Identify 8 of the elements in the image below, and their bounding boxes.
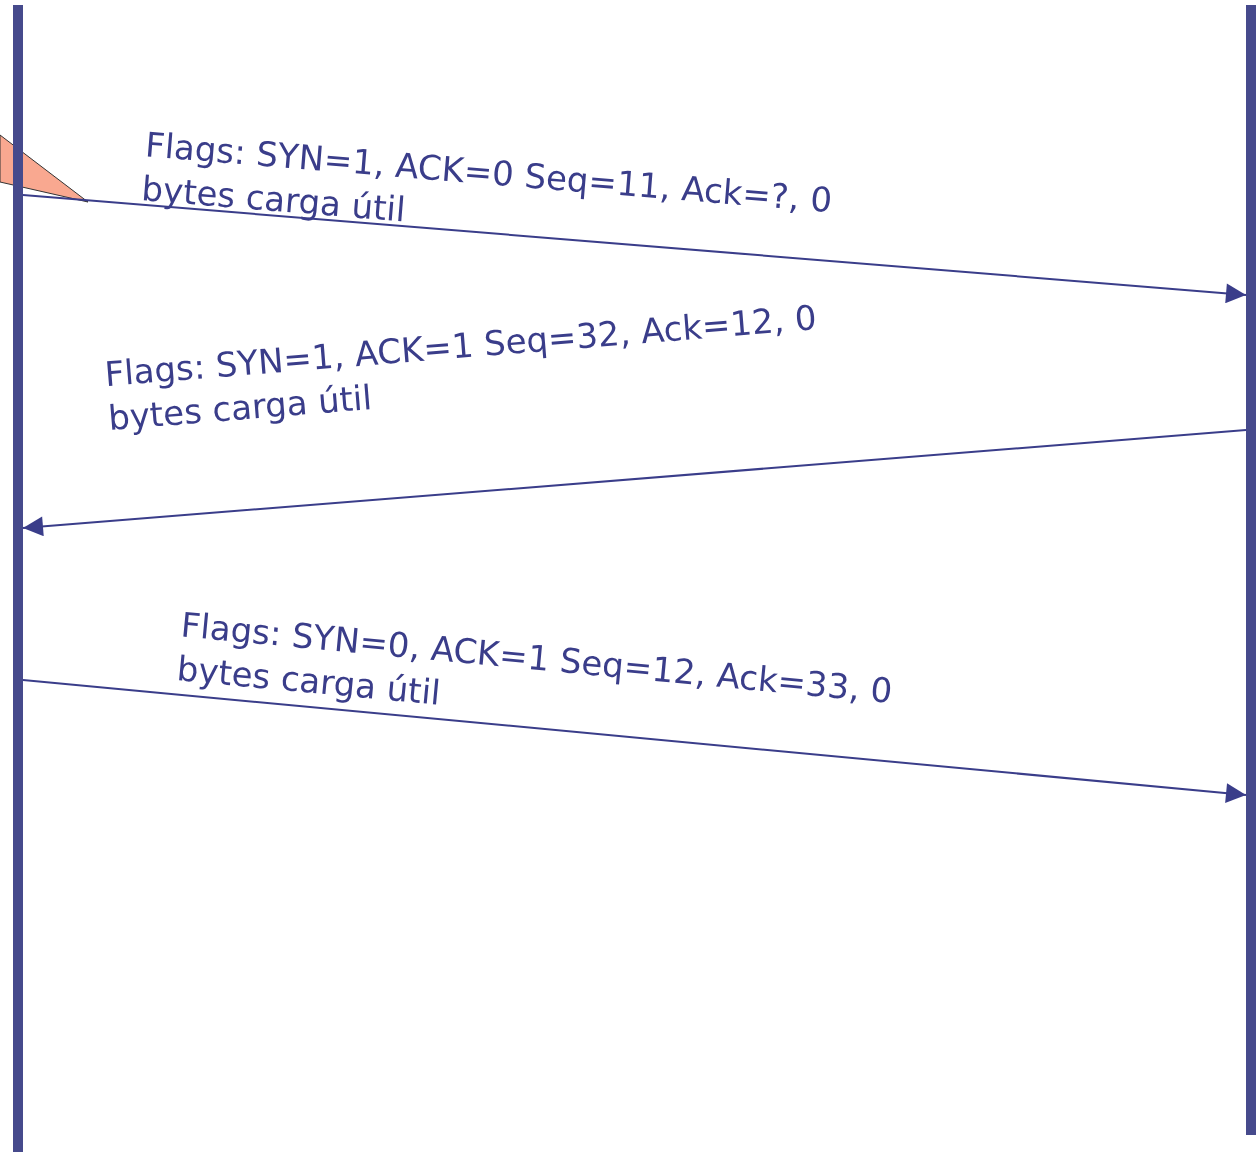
- message-arrow: [22, 194, 1247, 304]
- edge-label: Flags: SYN=1, ACK=0 Seq=11, Ack=?, 0 bytes carga útil: [140, 123, 835, 232]
- message-arrow: [22, 679, 1247, 804]
- edge-label: Flags: SYN=0, ACK=1 Seq=12, Ack=33, 0 bytes carga útil: [175, 603, 895, 715]
- lifeline-bar: [1246, 5, 1256, 1135]
- lifeline-bar: [13, 5, 23, 1152]
- message-arrow: [22, 429, 1247, 537]
- edge-label: Flags: SYN=1, ACK=1 Seq=32, Ack=12, 0 bytes carga útil: [102, 296, 820, 441]
